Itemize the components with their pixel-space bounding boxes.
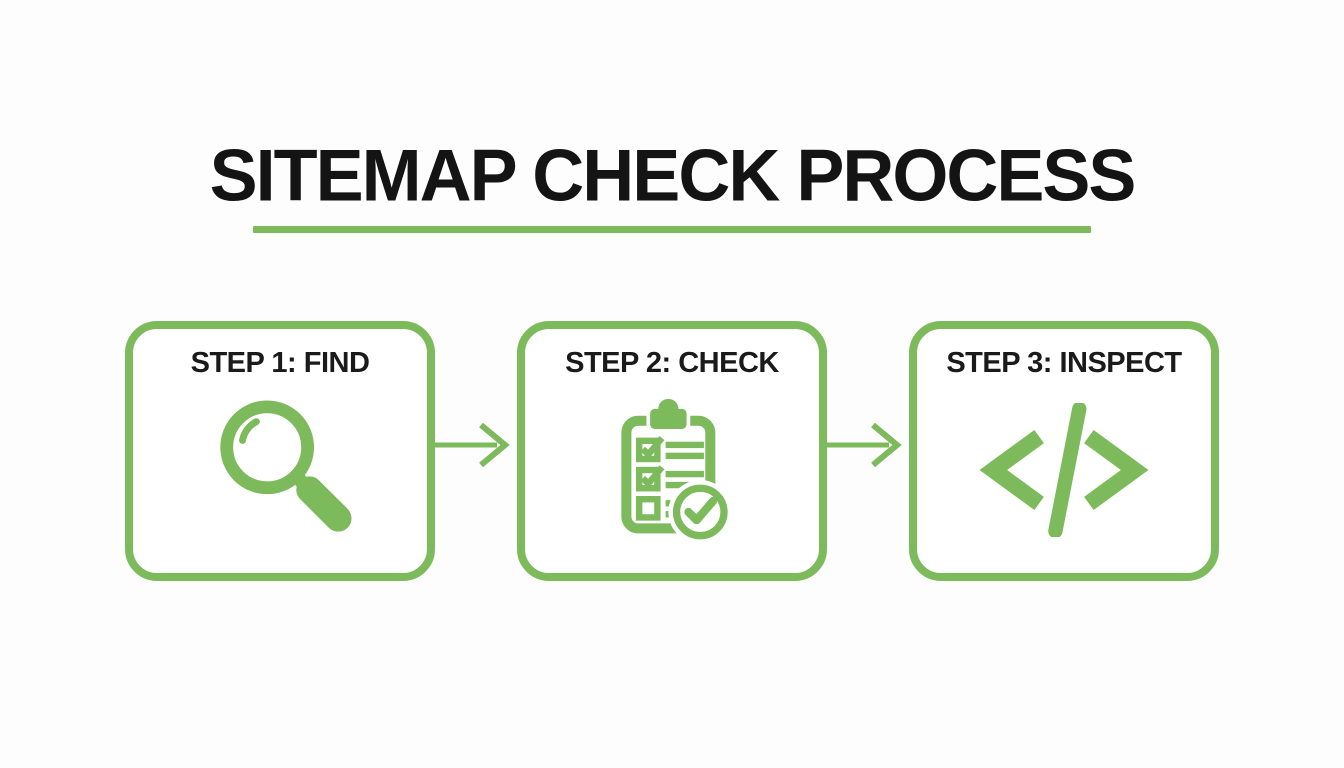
step-label: STEP 2: CHECK: [565, 347, 779, 379]
step-icon-area: [133, 380, 427, 573]
step-icon-area: [917, 380, 1211, 573]
arrow-right-icon: [827, 422, 902, 468]
step-card-inspect: STEP 3: INSPECT: [909, 321, 1219, 581]
title-underline: [253, 226, 1091, 233]
step-label: STEP 3: INSPECT: [946, 347, 1182, 379]
magnifier-search-icon: [220, 399, 352, 532]
step-icon-area: [525, 380, 819, 573]
code-tag-icon: [979, 402, 1149, 537]
page-title: SITEMAP CHECK PROCESS: [209, 135, 1137, 217]
checklist-clipboard-icon: [621, 398, 733, 543]
process-flow: STEP 1: FIND STEP 2: CHECK: [0, 321, 1344, 581]
arrow-right-icon: [435, 422, 510, 468]
arrow-right-icon: [827, 415, 909, 475]
page-root: SITEMAP CHECK PROCESS STEP 1: FIND: [0, 0, 1344, 581]
step-card-check: STEP 2: CHECK: [517, 321, 827, 581]
step-card-find: STEP 1: FIND: [125, 321, 435, 581]
header: SITEMAP CHECK PROCESS: [0, 0, 1344, 233]
arrow-right-icon: [435, 415, 517, 475]
step-label: STEP 1: FIND: [190, 347, 370, 379]
